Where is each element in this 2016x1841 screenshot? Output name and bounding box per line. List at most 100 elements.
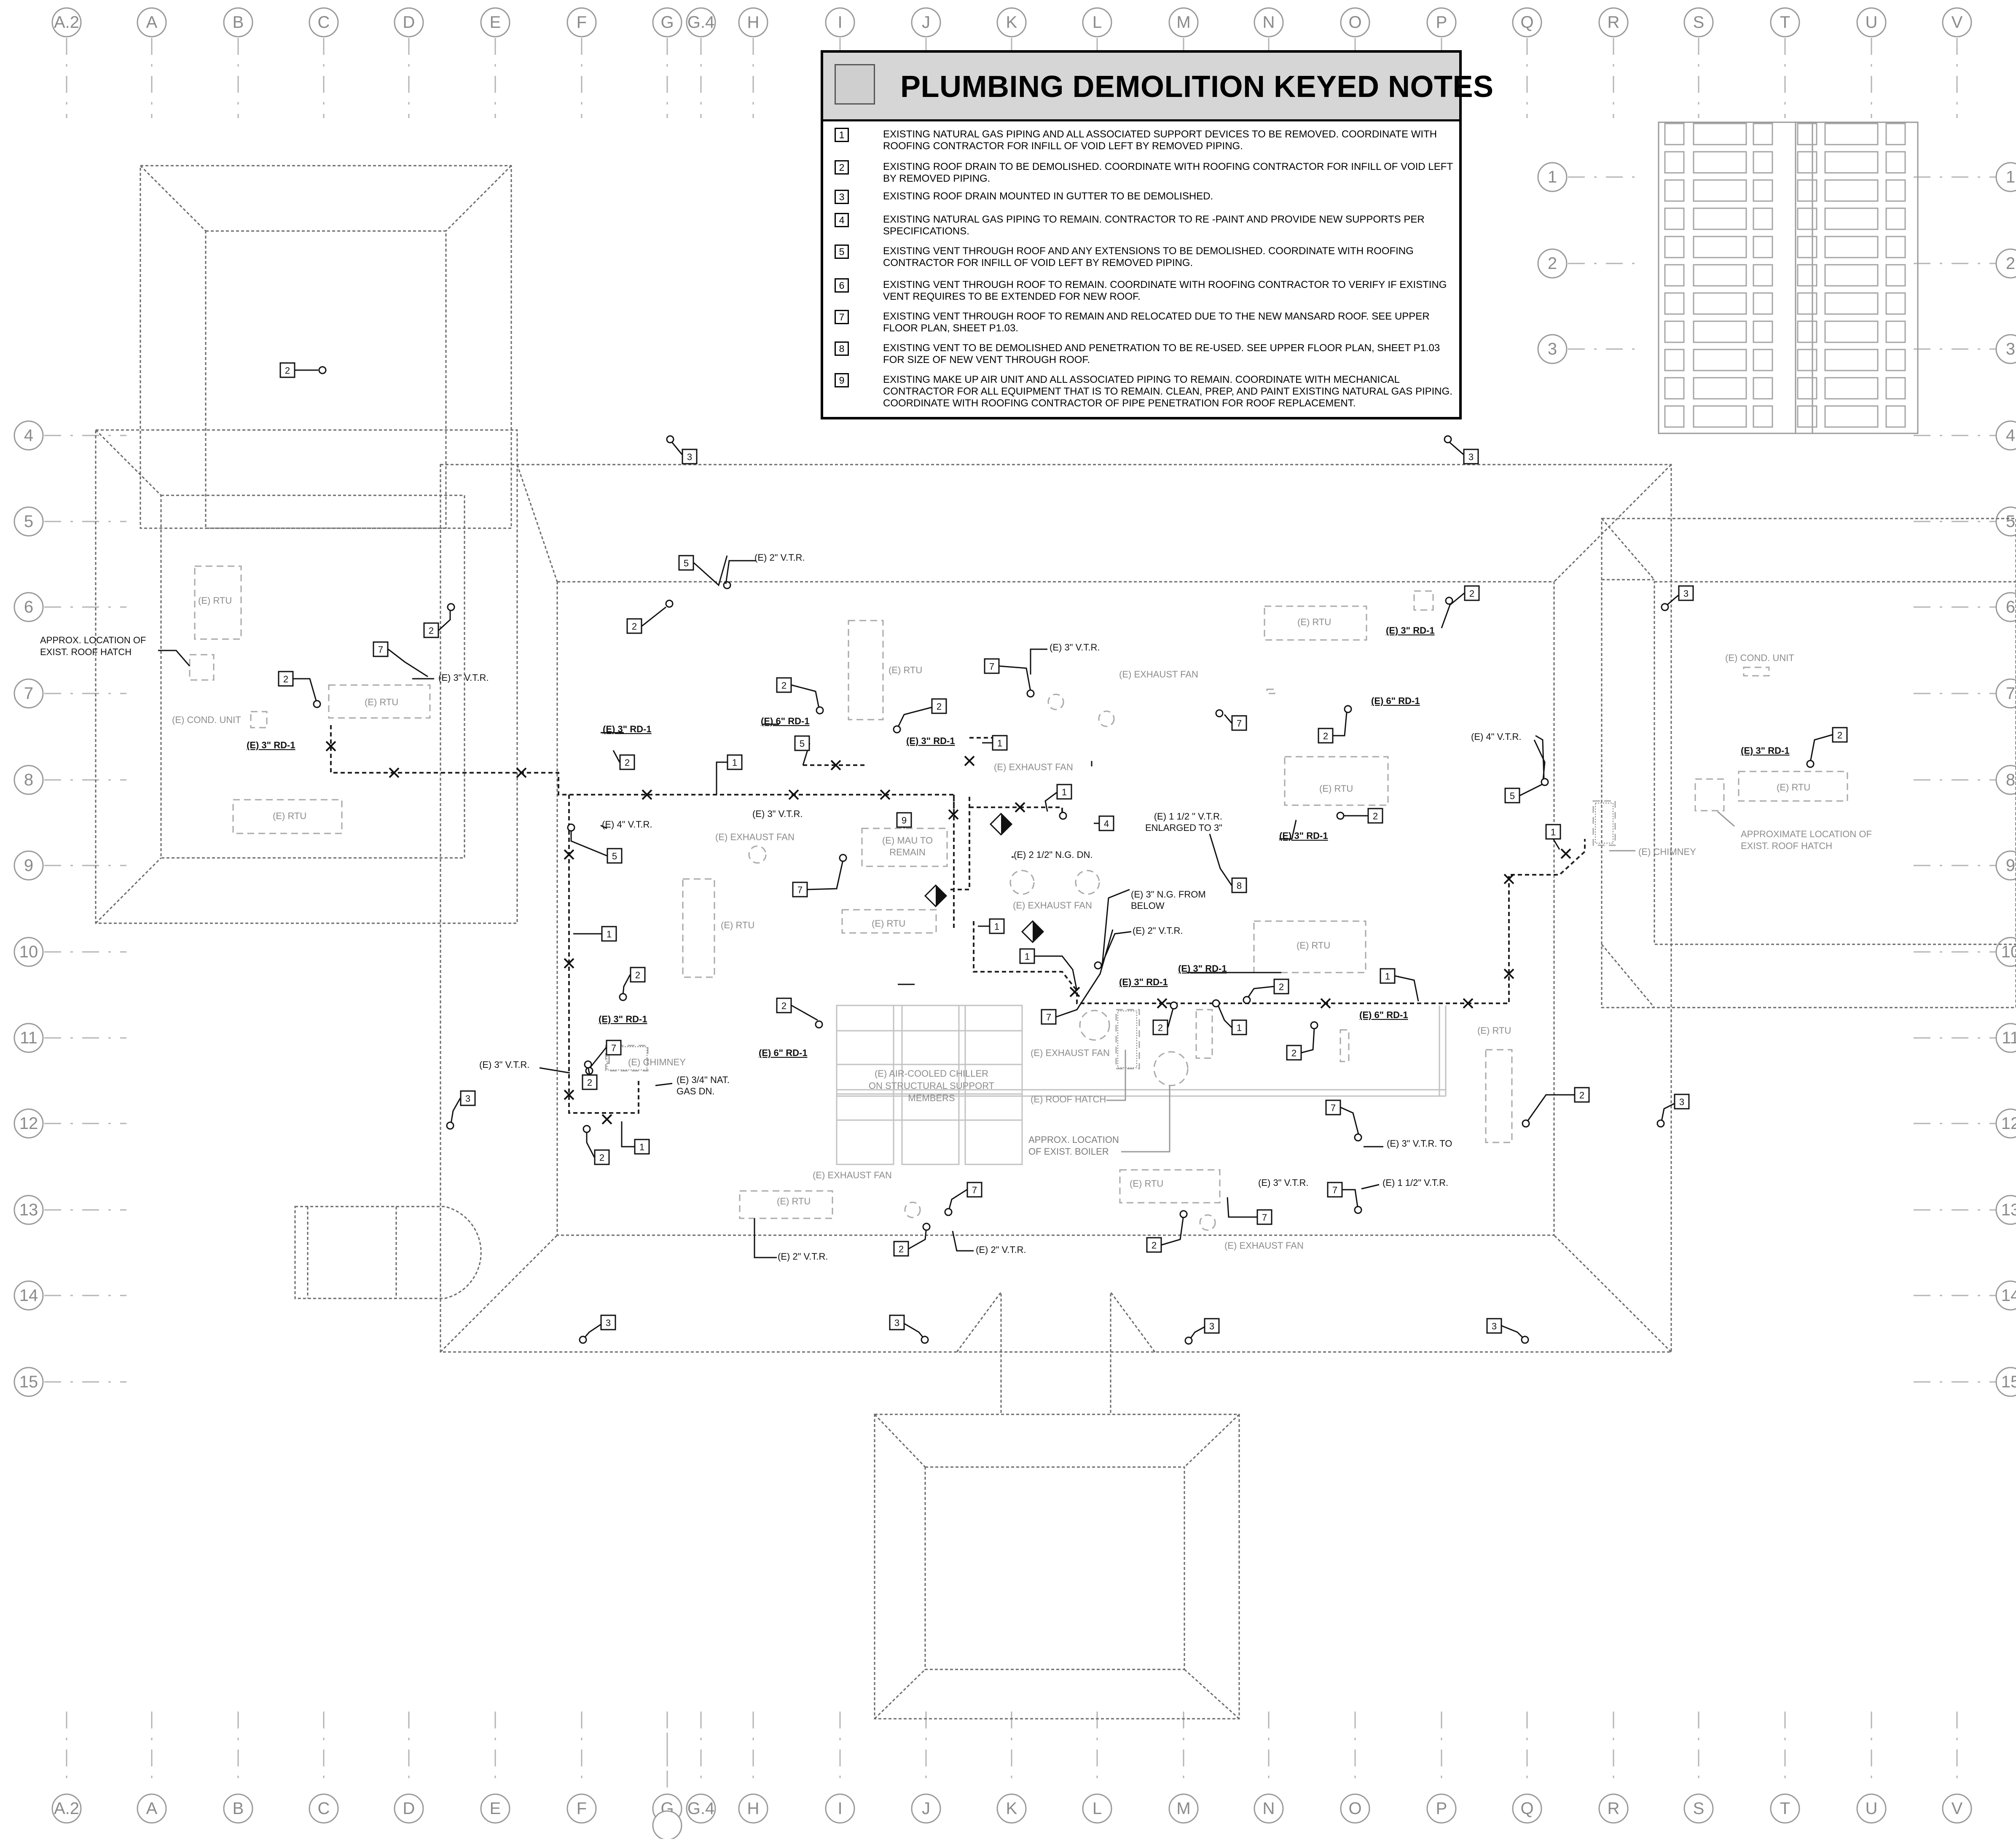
svg-text:2: 2 — [285, 366, 290, 376]
svg-text:B: B — [233, 1799, 244, 1818]
rtu-label: (E) RTU — [777, 1196, 811, 1207]
svg-text:I: I — [838, 1799, 842, 1818]
grid-bubbles: A.2A.2AABBCCDDEEFFGGG.4G.4HHIIJJKKLLMMNN… — [13, 7, 2016, 1841]
callout-vtr: (E) 3" V.T.R. TO — [1387, 1138, 1452, 1149]
keyed-note-tag: 4 — [1098, 815, 1114, 831]
callout-rd: (E) 6" RD-1 — [759, 1048, 808, 1058]
roof-drain-symbol — [944, 1208, 953, 1216]
keyed-note-text: EXISTING NATURAL GAS PIPING TO REMAIN. C… — [883, 214, 1425, 237]
svg-text:7: 7 — [1331, 1103, 1336, 1113]
svg-text:5: 5 — [612, 851, 617, 862]
callout-gas: (E) 3" N.G. FROM BELOW — [1131, 889, 1206, 911]
exhaust-fan-label: (E) EXHAUST FAN — [994, 762, 1073, 772]
demolition-x-mark — [389, 767, 400, 778]
svg-text:3: 3 — [894, 1318, 899, 1328]
svg-text:E: E — [490, 1799, 501, 1818]
svg-text:M: M — [1176, 13, 1190, 32]
grid-column-bubble: F — [566, 1793, 597, 1824]
keyed-note-tag: 2 — [776, 997, 792, 1013]
keyed-note-tag: 2 — [1318, 728, 1334, 744]
gas-valve-symbols — [924, 812, 1044, 943]
roof-drain-symbol — [583, 1125, 591, 1133]
svg-text:A: A — [146, 1799, 158, 1818]
keyed-note-number: 6 — [835, 278, 849, 293]
callout-texts: (E) 2" V.T.R. (E) 3" V.T.R. (E) 3" V.T.R… — [247, 552, 1790, 1262]
svg-text:7: 7 — [1046, 1012, 1051, 1023]
keyed-note-tag: 7 — [1325, 1099, 1341, 1115]
svg-text:2: 2 — [599, 1153, 604, 1163]
svg-text:A: A — [146, 13, 158, 32]
keyed-note-tag: 2 — [582, 1074, 598, 1090]
keyed-note-tag: 2 — [893, 1241, 909, 1257]
roof-drain-symbol — [666, 435, 674, 443]
grid-row-bubble: 15 — [1995, 1367, 2016, 1397]
keyed-note-tag: 3 — [1463, 449, 1479, 465]
grid-row-bubble: 12 — [1995, 1108, 2016, 1139]
svg-text:3: 3 — [1468, 452, 1474, 462]
roof-drain-symbol — [1094, 961, 1102, 970]
svg-text:5: 5 — [2006, 512, 2015, 531]
grid-column-bubble: N — [1254, 1793, 1284, 1824]
keyed-note-tag: 3 — [1678, 585, 1694, 601]
svg-text:9: 9 — [2006, 856, 2015, 875]
keyed-note-tag: 7 — [1041, 1009, 1057, 1025]
svg-text:V: V — [1952, 13, 1963, 32]
keyed-note-text: EXISTING ROOF DRAIN TO BE DEMOLISHED. CO… — [883, 161, 1453, 184]
svg-text:2: 2 — [1469, 589, 1474, 599]
callout-rd: (E) 3" RD-1 — [599, 1014, 647, 1024]
callout-vtr: (E) 3" V.T.R. — [1050, 642, 1100, 653]
roof-drain-symbol — [584, 1060, 592, 1069]
demolition-x-mark — [830, 760, 841, 771]
grid-column-bubble: H — [738, 7, 768, 38]
keyed-note-tag: 2 — [1286, 1045, 1302, 1061]
callout-vtr: (E) 2" V.T.R. — [1133, 925, 1183, 936]
keyed-note-tag: 9 — [896, 812, 912, 828]
svg-text:10: 10 — [2001, 943, 2016, 961]
svg-text:2: 2 — [2006, 254, 2015, 273]
roof-drain-symbol — [1059, 812, 1067, 820]
svg-text:C: C — [318, 13, 330, 32]
roof-drain-symbol — [1521, 1336, 1529, 1344]
grid-row-bubble: 13 — [13, 1195, 44, 1225]
grid-row-bubble: 1 — [1995, 162, 2016, 192]
grid-row-bubble: 15 — [13, 1367, 44, 1397]
roof-hatch-approx-label: APPROXIMATE LOCATION OF EXIST. ROOF HATC… — [1741, 829, 1872, 851]
callout-vtr: (E) 2" V.T.R. — [976, 1244, 1026, 1255]
grid-row-bubble: 3 — [1537, 334, 1568, 364]
keyed-note-tag: 7 — [373, 641, 389, 657]
svg-text:J: J — [922, 1799, 930, 1818]
boiler-stack-label: APPROX. LOCATION OF EXIST. BOILER STACK — [1028, 1134, 1119, 1159]
demolition-x-mark — [564, 849, 574, 860]
roof-drain-symbol — [318, 366, 327, 374]
svg-text:2: 2 — [1158, 1023, 1163, 1033]
svg-text:R: R — [1608, 1799, 1620, 1818]
svg-text:Q: Q — [1520, 1799, 1533, 1818]
grid-row-bubble: 2 — [1995, 248, 2016, 279]
svg-text:O: O — [1348, 1799, 1361, 1818]
svg-text:S: S — [1693, 13, 1705, 32]
svg-text:7: 7 — [1237, 718, 1242, 729]
exhaust-fan-label: (E) EXHAUST FAN — [813, 1170, 892, 1180]
callout-rd: (E) 3" RD-1 — [1741, 745, 1790, 756]
grid-column-bubble: H — [738, 1793, 768, 1824]
svg-text:7: 7 — [1332, 1185, 1337, 1196]
callout-vtr: (E) 2" V.T.R. — [754, 552, 805, 563]
keyed-note-tag: 2 — [1464, 585, 1480, 601]
demolition-x-mark — [1069, 986, 1080, 997]
svg-text:14: 14 — [19, 1286, 38, 1305]
keyed-note-text: EXISTING NATURAL GAS PIPING AND ALL ASSO… — [883, 129, 1437, 152]
existing-equipment — [189, 565, 1848, 1231]
grid-column-bubble: Q — [1512, 7, 1542, 38]
grid-row-bubble: 5 — [13, 506, 44, 537]
grid-column-bubble: T — [1770, 7, 1800, 38]
roof-drain-symbol — [1541, 778, 1549, 786]
svg-text:2: 2 — [1279, 982, 1284, 992]
keyed-note-number: 3 — [835, 190, 849, 204]
svg-text:P: P — [1436, 1799, 1447, 1818]
keyed-note-tag: 2 — [619, 754, 635, 770]
grid-row-bubble: 1 — [1537, 162, 1568, 192]
keyed-note-tag: 1 — [601, 926, 617, 942]
keyed-note-text: EXISTING VENT THROUGH ROOF TO REMAIN AND… — [883, 311, 1430, 334]
keyed-note-number: 5 — [835, 245, 849, 259]
